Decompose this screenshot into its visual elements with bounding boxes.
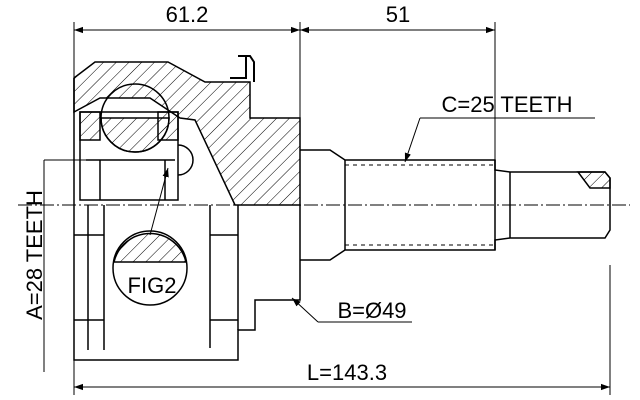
fig2-detail: FIG2 [112,167,188,306]
total-length-label: L=143.3 [307,360,387,385]
inner-spline-label: A=28 TEETH [22,190,47,320]
dimension-total-length: L=143.3 [74,360,610,391]
seal-diameter-label: B=Ø49 [337,298,406,323]
fig2-label: FIG2 [128,273,177,298]
fig2-circle [112,230,188,306]
dimension-inner-spline: A=28 TEETH [22,159,175,372]
outer-spline-label: C=25 TEETH [441,92,572,117]
inner-race [79,83,194,201]
seal-diameter-callout: B=Ø49 [291,297,412,323]
outer-spline-callout: C=25 TEETH [404,92,595,163]
dimension-shaft-length: 51 [300,2,495,34]
housing-length-label: 61.2 [166,2,209,27]
shaft [300,149,611,261]
outer-housing [73,61,301,361]
dimension-housing-length: 61.2 [74,2,300,34]
shield-clip [230,55,255,82]
shaft-length-label: 51 [386,2,410,27]
